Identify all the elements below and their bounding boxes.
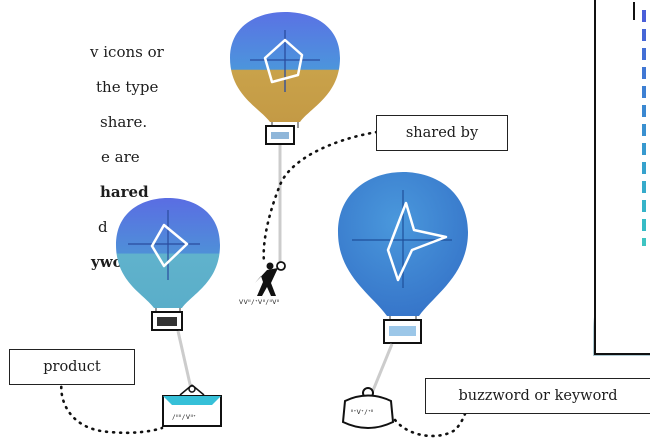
product-sign-icon: [162, 384, 222, 427]
person-icon: [255, 261, 286, 296]
legend-panel: [594, 0, 650, 355]
diamond-shape-icon: [128, 210, 200, 280]
keyword-tag-caption: ᐦᐩᐯᐩ/ᐩᐦ: [351, 409, 374, 416]
connector-shared-by: [262, 130, 379, 264]
label-shared-by: shared by: [376, 115, 508, 151]
intro-line-6: d: [98, 218, 108, 236]
product-sign-caption: /ᐦᐦ/ᐯᐦᐩ: [172, 414, 197, 421]
legend-panel-stripes: [633, 2, 646, 246]
rope-left: [176, 330, 194, 394]
rope-right: [370, 343, 394, 394]
person-caption: ᐯᐯᐦ/ᐩᐯᐦ/ᐦᐯᐦ: [239, 299, 280, 306]
intro-line-4: e are: [101, 148, 140, 166]
intro-line-5-bold: hared: [100, 183, 149, 201]
label-product: product: [9, 349, 135, 385]
label-buzzword-or-keyword: buzzword or keyword: [425, 378, 650, 414]
balloon-top: [230, 12, 340, 262]
crosshair-star-icon: [250, 30, 320, 92]
intro-line-1: v icons or: [90, 43, 164, 61]
intro-line-3: share.: [100, 113, 148, 131]
keyword-tag-icon: [341, 387, 395, 429]
intro-line-2: the type: [96, 78, 159, 96]
balloon-left: [116, 198, 220, 394]
arrowhead-star-icon: [352, 190, 452, 288]
connector-product: [59, 378, 164, 435]
balloon-right: [338, 172, 468, 394]
